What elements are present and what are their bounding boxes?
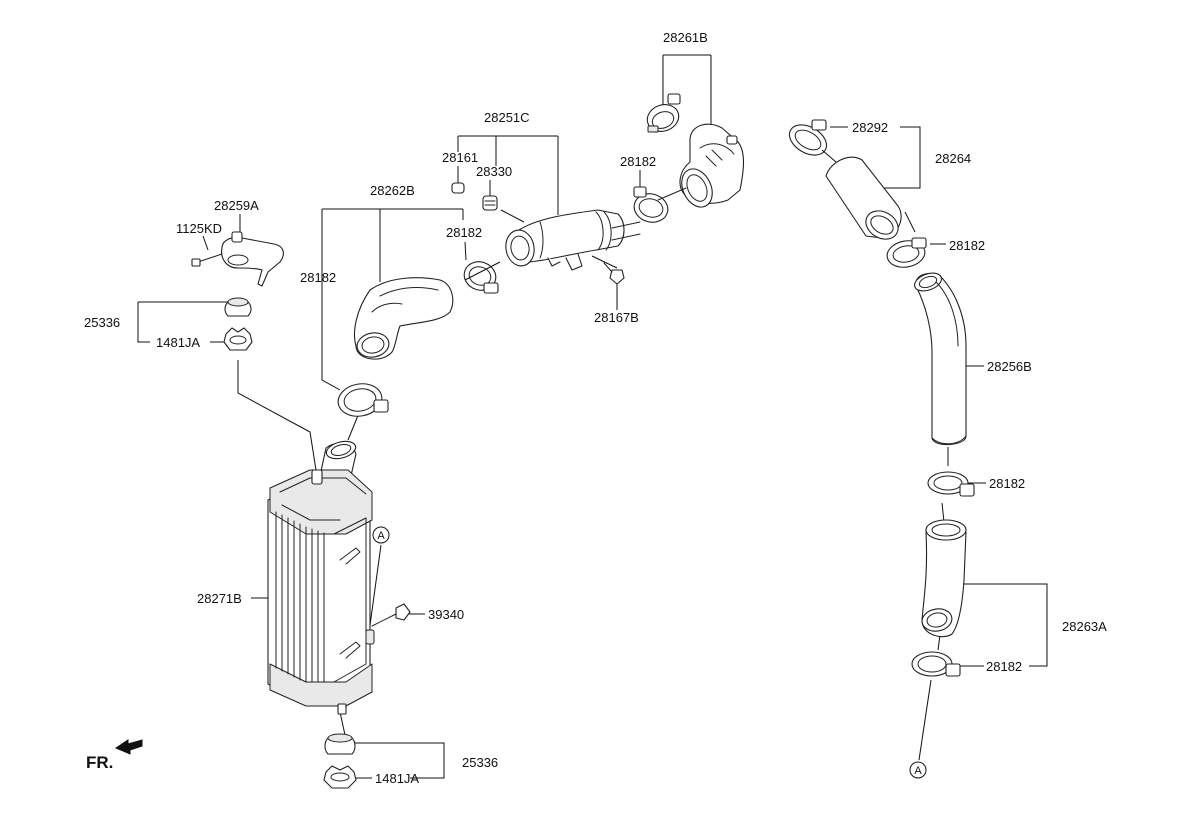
part-labels: 28261B 28251C 28161 28330 28182 28262B 2…: [84, 30, 1107, 786]
grommet-28330: [482, 195, 498, 211]
label-25336-top: 25336: [84, 315, 120, 330]
mount-25336-top: [224, 297, 252, 317]
bolt-1125KD: [191, 253, 223, 267]
label-28292: 28292: [852, 120, 888, 135]
label-28263A: 28263A: [1062, 619, 1107, 634]
pipe-link-line: [657, 187, 687, 201]
label-28261B: 28261B: [663, 30, 708, 45]
intercooler-28271B: [267, 469, 373, 715]
hose-28264: [825, 156, 902, 240]
hose-clamp-28292: [788, 119, 828, 156]
label-28330: 28330: [476, 164, 512, 179]
label-28167B: 28167B: [594, 310, 639, 325]
label-28271B: 28271B: [197, 591, 242, 606]
label-28259A: 28259A: [214, 198, 259, 213]
label-39340: 39340: [428, 607, 464, 622]
connector-marker-a-right: A: [909, 761, 927, 779]
label-1481JA-top: 1481JA: [156, 335, 200, 350]
svg-text:A: A: [914, 765, 922, 777]
insulator-1481JA-bottom: [323, 765, 357, 789]
label-28161: 28161: [442, 150, 478, 165]
hose-clamp-28261B: [646, 93, 681, 133]
label-25336-bottom: 25336: [462, 755, 498, 770]
hose-clamp-28182-r2: [927, 471, 975, 497]
hose-clamp-28182-r1: [886, 237, 927, 268]
label-28182-r2: 28182: [989, 476, 1025, 491]
label-1481JA-bottom: 1481JA: [375, 771, 419, 786]
clamp-link-line: [464, 261, 501, 281]
bracket-28259A: [221, 231, 284, 287]
leader-lines: [137, 54, 1048, 779]
front-label: FR.: [86, 753, 113, 772]
label-28264: 28264: [935, 151, 971, 166]
hose-clamp-28182-mid: [463, 261, 499, 294]
hose-28263A: [921, 519, 967, 638]
connector-marker-a-left: A: [372, 526, 390, 544]
label-28251C: 28251C: [484, 110, 530, 125]
label-1125KD: 1125KD: [176, 221, 222, 236]
hose-clamp-28182-left: [337, 383, 389, 417]
label-28262B: 28262B: [370, 183, 415, 198]
mount-25336-bottom: [324, 733, 356, 755]
bolt-28167B: [603, 262, 625, 285]
label-28182-top: 28182: [620, 154, 656, 169]
front-direction-arrow-icon: [114, 739, 143, 755]
s-hose-28262B: [353, 277, 454, 360]
sensor-39340: [365, 603, 411, 645]
insulator-1481JA-top: [223, 327, 253, 351]
clamp-link-line: [821, 149, 837, 163]
elbow-hose-28261B: [679, 123, 745, 208]
hose-clamp-28182-top: [633, 186, 669, 223]
sensor-28161: [451, 182, 465, 194]
label-28256B: 28256B: [987, 359, 1032, 374]
throttle-pipe-28251C: [505, 209, 641, 271]
label-28182-r1: 28182: [949, 238, 985, 253]
label-28182-r3: 28182: [986, 659, 1022, 674]
hose-clamp-28182-r3: [911, 651, 961, 677]
svg-text:A: A: [377, 530, 385, 542]
label-28182-left: 28182: [300, 270, 336, 285]
hose-28256B: [914, 272, 967, 446]
label-28182-mid: 28182: [446, 225, 482, 240]
